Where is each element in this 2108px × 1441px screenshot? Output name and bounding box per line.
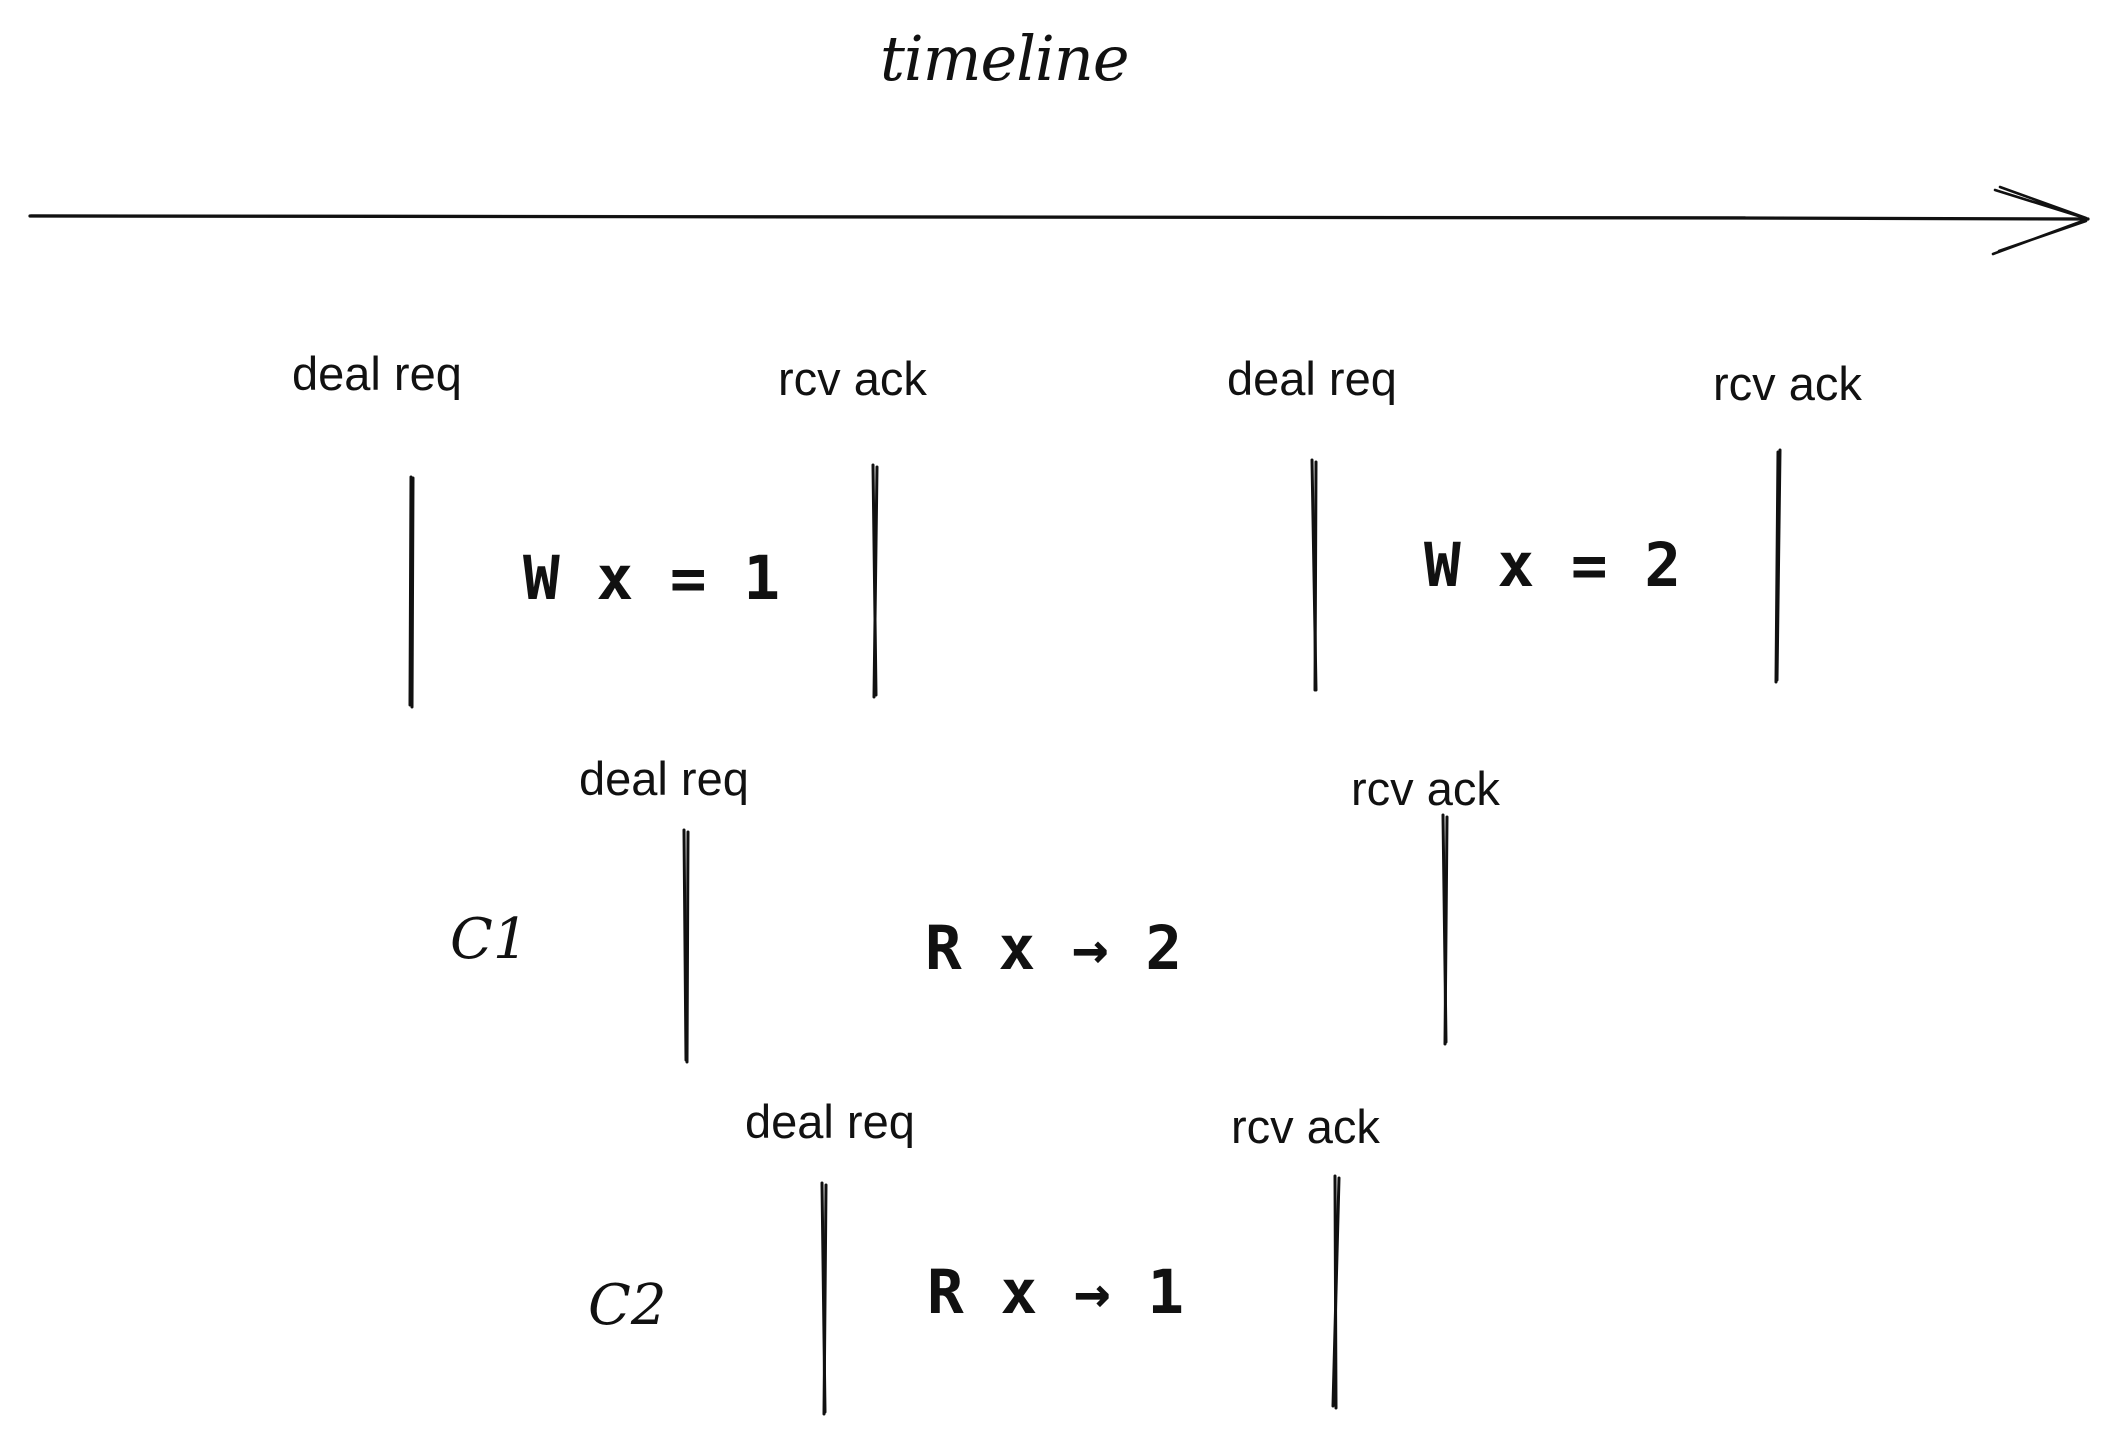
op-r-x-2-start-label: deal req [579,752,749,805]
op-w-x-2-start-tick [1310,458,1318,692]
op-w-x-2-end-tick [1774,448,1782,684]
op-w-x-1-end-label: rcv ack [778,352,927,405]
op-w-x-2-start-label: deal req [1227,352,1397,405]
op-w-x-1-start-tick [408,475,415,709]
timeline-arrow [28,185,2090,256]
client-c1-label: C1 [450,907,529,972]
op-w-x-2-label: W x = 2 [1424,530,1682,601]
timeline-title: timeline [880,22,1130,95]
op-r-x-1-label: R x → 1 [927,1257,1185,1328]
op-r-x-1-end-tick [1331,1174,1341,1410]
op-r-x-1-start-label: deal req [745,1095,915,1148]
op-r-x-1-end-label: rcv ack [1231,1100,1380,1153]
op-w-x-1-end-tick [871,463,879,699]
op-r-x-2-start-tick [682,828,690,1064]
op-r-x-2-label: R x → 2 [925,913,1183,984]
op-w-x-1-label: W x = 1 [523,543,781,614]
op-r-x-1-start-tick [820,1181,828,1416]
op-w-x-2-end-label: rcv ack [1713,357,1862,410]
client-c2-label: C2 [588,1273,667,1338]
op-w-x-1-start-label: deal req [292,347,462,400]
op-r-x-2-end-label: rcv ack [1351,762,1500,815]
op-r-x-2-end-tick [1441,813,1449,1046]
